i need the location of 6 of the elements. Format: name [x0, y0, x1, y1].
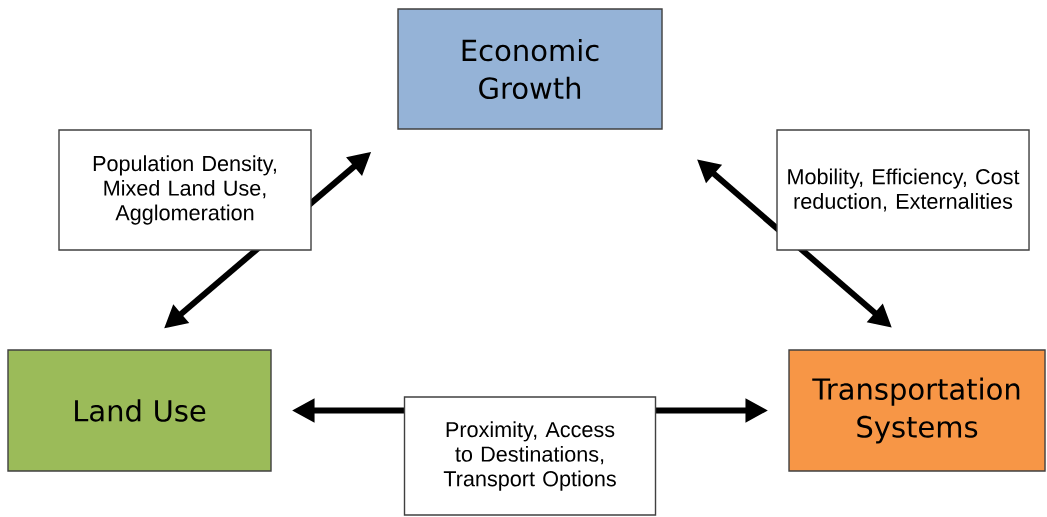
edge-label: Mobility, Efficiency, Cost reduction, Externalities: [776, 129, 1030, 251]
edge-label: Proximity, Access to Destinations, Transport Options: [403, 396, 657, 516]
process-box: Economic Growth: [397, 8, 663, 130]
process-box: Transportation Systems: [788, 349, 1046, 472]
process-box: Land Use: [7, 349, 272, 472]
edge-label: Population Density, Mixed Land Use, Agglomeration: [58, 129, 312, 251]
